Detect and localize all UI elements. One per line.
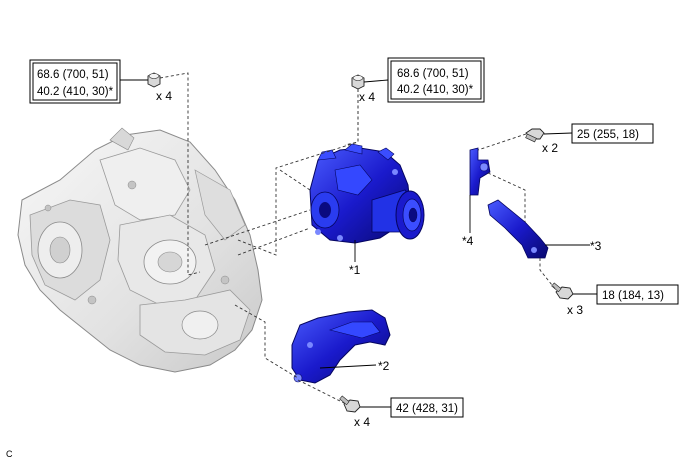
qty-right-top: x 2 (542, 141, 558, 155)
qty-bottom: x 4 (354, 415, 370, 429)
callout-lines (120, 79, 597, 408)
qty-right-bottom: x 3 (567, 303, 583, 317)
nut-upper-left (147, 72, 161, 88)
callout-lower-bracket: *2 (378, 359, 390, 373)
torque-bottom-value: 42 (428, 31) (396, 403, 458, 415)
dashed-leaders (159, 72, 557, 404)
callout-small-bracket: *4 (462, 234, 474, 248)
bolt-bottom (339, 395, 361, 413)
stay-plate (487, 199, 549, 259)
torque-upper-center-line2: 40.2 (410, 30)* (397, 84, 474, 96)
torque-box-right-top: 25 (255, 18) (571, 123, 654, 144)
transaxle-housing (17, 127, 263, 373)
torque-box-right-bottom: 18 (184, 13) (596, 284, 679, 305)
callout-stay-plate: *3 (590, 239, 602, 253)
torque-right-bottom-value: 18 (184, 13) (602, 290, 664, 302)
torque-upper-left-line2: 40.2 (410, 30)* (37, 86, 114, 98)
corner-mark: C (6, 449, 13, 459)
qty-upper-left: x 4 (156, 89, 172, 103)
bolt-right-top (525, 128, 545, 143)
small-bracket (469, 147, 491, 196)
torque-box-bottom: 42 (428, 31) (390, 397, 464, 418)
bolt-right-bottom (551, 282, 574, 300)
torque-upper-left-line1: 68.6 (700, 51) (37, 69, 109, 81)
transfer-assembly (309, 143, 425, 244)
qty-upper-center: x 4 (359, 90, 375, 104)
torque-right-top-value: 25 (255, 18) (577, 129, 639, 141)
nut-upper-center (351, 74, 365, 90)
lower-bracket (291, 309, 391, 384)
torque-box-upper-left: 68.6 (700, 51) 40.2 (410, 30)* (29, 59, 121, 104)
torque-box-upper-center: 68.6 (700, 51) 40.2 (410, 30)* (387, 57, 485, 103)
callout-transfer: *1 (349, 263, 361, 277)
torque-upper-center-line1: 68.6 (700, 51) (397, 68, 469, 80)
